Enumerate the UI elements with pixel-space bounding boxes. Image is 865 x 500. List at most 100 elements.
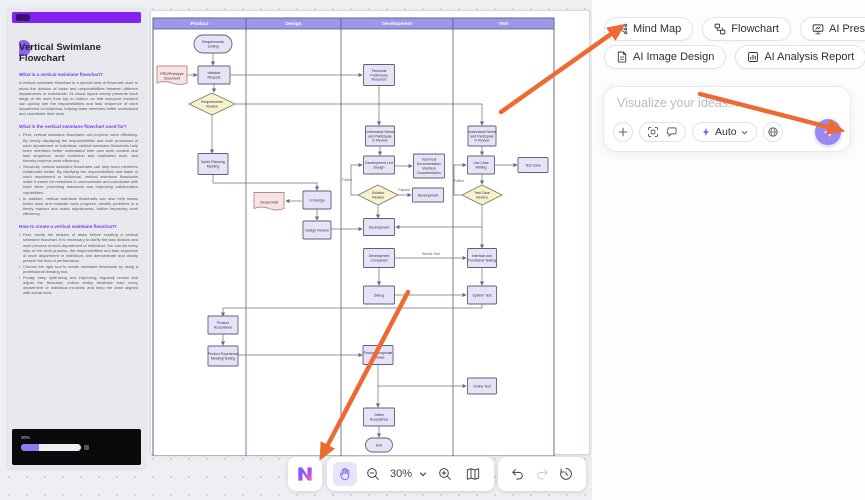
svg-text:Review: Review	[476, 196, 488, 200]
screenshot-icon[interactable]	[647, 126, 659, 138]
svg-text:Product: Product	[217, 321, 229, 325]
ai-prompt-input[interactable]	[617, 96, 837, 110]
flowchart-node[interactable]: Online Test	[467, 377, 497, 395]
svg-text:Development: Development	[369, 225, 390, 229]
svg-text:Product: Product	[190, 21, 209, 27]
flowchart-node[interactable]: End	[365, 437, 393, 453]
svg-text:Use Case: Use Case	[473, 161, 488, 165]
svg-text:Passed: Passed	[398, 188, 409, 192]
ai-mode-selector[interactable]: Auto	[692, 122, 757, 142]
quick-action-flowchart[interactable]: Flowchart	[702, 17, 791, 41]
ai-assistant-panel: Mind Map Flowchart AI Presentation AI Imag…	[592, 0, 865, 500]
svg-text:Requirements: Requirements	[202, 40, 224, 44]
document-sidebar[interactable]: Vertical Swimlane Flowchart What is a ve…	[8, 8, 145, 468]
document-title: Vertical Swimlane Flowchart	[19, 42, 101, 64]
svg-text:Completed: Completed	[371, 259, 388, 263]
ai-prompt-card[interactable]: Auto	[603, 86, 851, 152]
redo-button[interactable]	[530, 462, 554, 486]
svg-text:Writing: Writing	[476, 166, 487, 170]
plus-icon	[618, 127, 628, 137]
quick-actions-row-1: Mind Map Flowchart AI Presentation	[604, 17, 865, 41]
flowchart-icon	[714, 23, 726, 35]
document-bullet: Secondly, vertical swimlane flowcharts c…	[19, 164, 138, 195]
svg-text:Functional Testing: Functional Testing	[468, 259, 496, 263]
comment-icon[interactable]	[666, 126, 678, 138]
document-body: Vertical Swimlane Flowchart What is a ve…	[19, 32, 138, 426]
svg-text:Documentation: Documentation	[417, 171, 441, 175]
svg-text:Design: Design	[286, 21, 302, 27]
language-button[interactable]	[762, 122, 783, 142]
flowchart-node[interactable]: Visual Draft	[253, 192, 285, 211]
svg-text:and Participate: and Participate	[368, 134, 391, 138]
app-logo-card[interactable]	[288, 457, 322, 491]
hand-tool-button[interactable]	[333, 462, 357, 486]
footer-zoom-label: 30%	[21, 435, 31, 440]
footer-slider-handle[interactable]	[84, 445, 89, 450]
svg-text:Online Test: Online Test	[473, 384, 490, 388]
svg-text:Understand Needs: Understand Needs	[467, 130, 496, 134]
svg-text:Visual Draft: Visual Draft	[260, 200, 278, 204]
document-bullet-list: First, clarify the division of tasks bef…	[19, 232, 138, 295]
flowchart-node[interactable]: Development	[412, 187, 444, 203]
flowchart-node[interactable]: Development	[363, 218, 395, 236]
flowchart-node[interactable]: UI Design	[302, 190, 332, 210]
zoom-out-button[interactable]	[361, 462, 385, 486]
send-button[interactable]	[815, 119, 841, 145]
flowchart-node[interactable]: TechnicalDocumentation/InterfaceDocument…	[413, 153, 445, 179]
svg-text:Failed: Failed	[342, 178, 351, 182]
hand-icon	[339, 468, 350, 481]
history-button[interactable]	[554, 462, 578, 486]
quick-action-ai-analysis-report[interactable]: AI Analysis Report	[735, 45, 865, 69]
quick-action-ai-image-design[interactable]: AI Image Design	[604, 45, 727, 69]
svg-text:in Review: in Review	[474, 139, 490, 143]
flowchart-node[interactable]: Test Case	[517, 157, 549, 173]
document-footer-panel[interactable]: 30%	[12, 429, 141, 465]
quick-action-label: Mind Map	[633, 23, 682, 35]
svg-text:Test Case: Test Case	[474, 191, 490, 195]
add-attachment-button[interactable]	[613, 122, 633, 142]
document-bullet: Finally, keep optimizing and improving; …	[19, 275, 138, 295]
document-paragraph: A vertical swimlane flowchart is a speci…	[19, 80, 138, 116]
undo-button[interactable]	[506, 462, 530, 486]
quick-action-ai-presentation[interactable]: AI Presentation	[799, 17, 865, 41]
svg-text:Release: Release	[372, 356, 385, 360]
globe-icon	[767, 127, 778, 137]
svg-text:Interface and: Interface and	[472, 254, 492, 258]
zoom-menu-button[interactable]	[417, 462, 429, 486]
svg-text:Development: Development	[382, 21, 413, 27]
quick-action-mind-map[interactable]: Mind Map	[604, 17, 694, 41]
zoom-in-button[interactable]	[433, 462, 457, 486]
document-bullet: First, clarify the division of tasks bef…	[19, 232, 138, 263]
minimap-button[interactable]	[461, 462, 485, 486]
flowchart-node[interactable]: System Test	[467, 285, 497, 305]
zoom-level-label[interactable]: 30%	[390, 468, 413, 480]
flowchart-node[interactable]: Debug	[363, 285, 395, 305]
flowchart-node[interactable]: Design Review	[302, 220, 332, 240]
svg-text:Sorting: Sorting	[207, 45, 218, 49]
svg-text:Requirements: Requirements	[201, 100, 223, 104]
zoom-in-icon	[439, 468, 451, 480]
svg-text:Request: Request	[207, 76, 220, 80]
footer-slider[interactable]	[21, 444, 81, 451]
